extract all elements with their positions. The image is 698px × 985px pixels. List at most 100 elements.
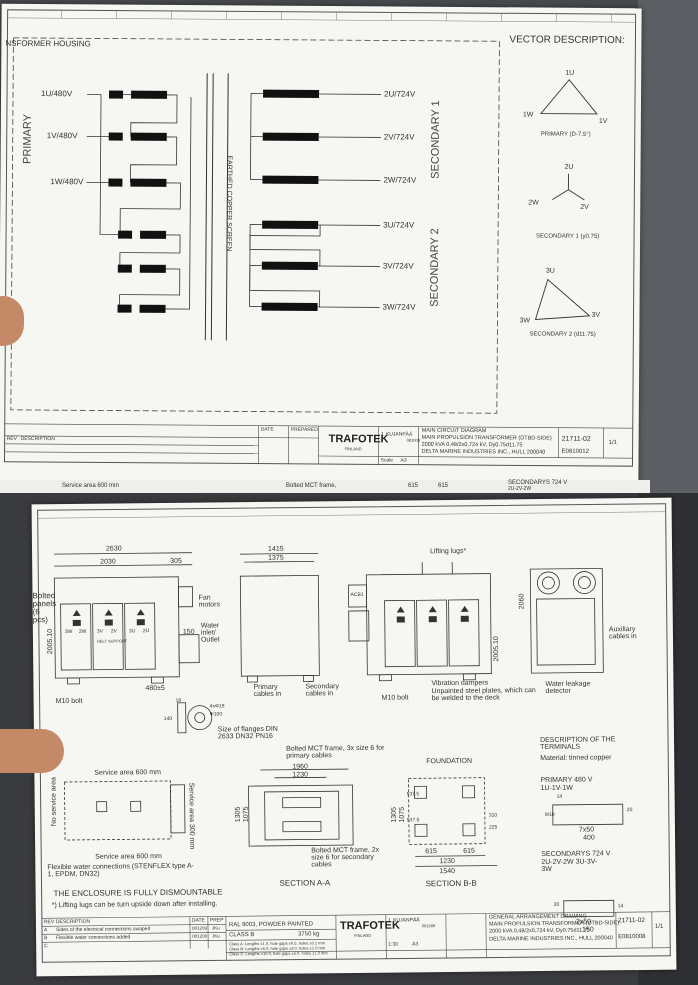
dim-b-537-2: 537.5 bbox=[406, 817, 420, 824]
dim-height-right: 2060 bbox=[518, 593, 526, 610]
edge-service-text: Service area 600 mm bbox=[62, 483, 120, 489]
tb2-drawn-date: 081008 bbox=[421, 923, 436, 929]
terminal-2u: 2U bbox=[142, 628, 150, 635]
service-area-bottom: Service area 600 mm bbox=[95, 853, 162, 861]
tb2-date: DATE bbox=[191, 917, 205, 924]
vector-node-3v: 3V bbox=[591, 311, 601, 319]
dim-height-2: 2005.10 bbox=[492, 636, 501, 662]
m10-bolt-label: M10 bolt bbox=[55, 697, 83, 706]
secondary-tap-2w: 2W/724V bbox=[383, 175, 417, 185]
secondary-2-label: SECONDARY 2 bbox=[428, 228, 442, 307]
tb-dwg-no: E0810012 bbox=[561, 448, 589, 455]
tb2-dwg-no: E0810008 bbox=[618, 933, 646, 941]
vector-caption-primary: PRIMARY (D-7.5°) bbox=[540, 131, 591, 138]
terminal-3u: 3U bbox=[128, 628, 136, 635]
primary-label: PRIMARY bbox=[21, 113, 34, 164]
primary-tap-1v: 1V/480V bbox=[46, 131, 78, 141]
circuit-diagram-sheet: NSFORMER HOUSING VECTOR DESCRIPTION: PRI… bbox=[0, 3, 642, 487]
flange-dim-18: 18 bbox=[175, 697, 182, 704]
tb-customer-dwg: 21711-02 bbox=[561, 435, 591, 443]
tb-size: A3 bbox=[400, 457, 407, 464]
terminals-title: DESCRIPTION OF THE TERMINALS bbox=[540, 736, 616, 752]
tb2-class: CLASS B bbox=[229, 932, 255, 939]
secondary-tap-2v: 2V/724V bbox=[383, 132, 415, 142]
tb-sheet: 1/1 bbox=[608, 440, 617, 447]
vector-caption-secondary1: SECONDARY 1 (y0.75) bbox=[536, 233, 600, 240]
secondary-cables-label: Secondary cables in bbox=[305, 683, 339, 698]
label-plate: DELT SUPPORT bbox=[96, 638, 128, 644]
dim-b-1230: 1230 bbox=[439, 857, 455, 866]
dim-a-1305: 1305 bbox=[234, 806, 242, 823]
tb2-description: DESCRIPTION bbox=[55, 918, 91, 926]
edge-bolted-text: Bolted MCT frame, bbox=[286, 483, 337, 489]
secondary-tap-3w: 3W/724V bbox=[382, 302, 416, 312]
dim-b-1540: 1540 bbox=[439, 867, 456, 876]
dim-b-1305: 1305 bbox=[390, 806, 398, 823]
foundation-label: FOUNDATION bbox=[426, 757, 473, 766]
tb-scale: Scale bbox=[380, 457, 394, 464]
edge-secondarys: SECONDARYS 724 V bbox=[508, 480, 568, 486]
dim-base: 480±5 bbox=[145, 684, 165, 693]
edge-dim-1: 615 bbox=[408, 483, 419, 489]
dim-side-width: 1415 bbox=[267, 545, 284, 553]
water-leakage-label: Water leakage detector bbox=[545, 680, 591, 695]
primary-cables-label: Primary cables in bbox=[253, 683, 282, 699]
dim-offset: 305 bbox=[170, 557, 182, 565]
thumb-bottom bbox=[0, 729, 64, 773]
terminal-dim-7x50: 7x50 bbox=[578, 826, 595, 834]
tb-title-1: MAIN CIRCUIT DIAGRAM bbox=[421, 427, 487, 435]
terminal-2v: 2V bbox=[110, 628, 118, 635]
vector-title: VECTOR DESCRIPTION: bbox=[509, 34, 625, 47]
tb2-prep-2: JKu bbox=[212, 933, 220, 939]
vector-node-2w: 2W bbox=[528, 199, 539, 207]
service-area-top: Service area 600 mm bbox=[94, 769, 161, 777]
terminal-3v: 3V bbox=[96, 628, 104, 635]
tb-description: DESCRIPTION bbox=[20, 435, 55, 443]
dim-1230: 1230 bbox=[292, 771, 309, 779]
acb-label: ACB1 bbox=[350, 591, 364, 599]
earthed-screen-label: EARTHED COPPER SCREEN bbox=[224, 155, 233, 252]
secondarys-724-label: SECONDARYS 724 V bbox=[541, 850, 611, 859]
flange-dim-140: 140 bbox=[163, 715, 173, 722]
tb-country: FINLAND bbox=[344, 446, 362, 452]
tb2-rev-a: A bbox=[43, 927, 48, 934]
vector-caption-secondary2: SECONDARY 2 (d11.75) bbox=[529, 331, 596, 338]
tb2-country: FINLAND bbox=[354, 932, 372, 939]
terminal-dim-20-b: 20 bbox=[553, 901, 560, 908]
general-arrangement-sheet: 2630 2030 305 Bolted panels (6 pcs) Fan … bbox=[31, 497, 677, 977]
vector-node-2u: 2U bbox=[564, 163, 574, 171]
tb-prepared: PREPARED bbox=[290, 426, 318, 433]
unpainted-plates-label: Unpainted steel plates, which can be wel… bbox=[431, 687, 536, 703]
tb-rev: REV bbox=[6, 435, 17, 442]
primary-tap-1u: 1U/480V bbox=[41, 89, 73, 99]
terminal-hole-a: 14 bbox=[556, 793, 563, 800]
edge-phases: 2U-2V-2W bbox=[508, 486, 532, 492]
tb2-sheet: 1/1 bbox=[654, 923, 664, 930]
tb2-row-2: Flexible water connections added bbox=[56, 934, 131, 942]
circuit-diagram-drawing bbox=[3, 9, 637, 467]
terminal-dim-20-a: 9/10 bbox=[544, 811, 555, 819]
tb2-rev: REV bbox=[43, 919, 55, 926]
tb2-date-2: 081208 bbox=[192, 933, 208, 939]
dim-overall-width: 2630 bbox=[105, 545, 122, 553]
tb-customer: DELTA MARINE INDUSTRIES INC., HULL 20004… bbox=[421, 448, 546, 456]
terminal-dim-400: 400 bbox=[583, 834, 595, 842]
water-inlet-label: Water inlet/ Outlet bbox=[200, 622, 220, 644]
terminal-2w: 2W bbox=[78, 628, 87, 635]
tb2-prep-1: JKu bbox=[211, 925, 220, 931]
dim-b-1075: 1075 bbox=[398, 806, 406, 823]
dim-b-225: 225 bbox=[488, 824, 498, 831]
flange-size-label: Size of flanges DIN 2633 DN32 PN16 bbox=[217, 725, 278, 741]
tb2-prep: PREP bbox=[209, 917, 224, 924]
fan-motors-label: Fan motors bbox=[198, 594, 221, 609]
dim-a-1075: 1075 bbox=[242, 806, 250, 823]
tb2-drawn-by: J. KUJANPÄÄ bbox=[387, 917, 420, 924]
flange-dim-100: Φ100 bbox=[209, 711, 223, 718]
terminal-3w: 3W bbox=[64, 628, 73, 636]
terminal-dim-14-b: 14 bbox=[617, 903, 624, 910]
flange-dim-holes: 4xΦ18 bbox=[209, 703, 225, 710]
edge-dim-2: 615 bbox=[438, 483, 449, 489]
lifting-lugs-label: Lifting lugs* bbox=[430, 547, 467, 556]
no-service-area: No service area bbox=[50, 777, 58, 827]
secondary-tap-2u: 2U/724V bbox=[384, 89, 416, 99]
